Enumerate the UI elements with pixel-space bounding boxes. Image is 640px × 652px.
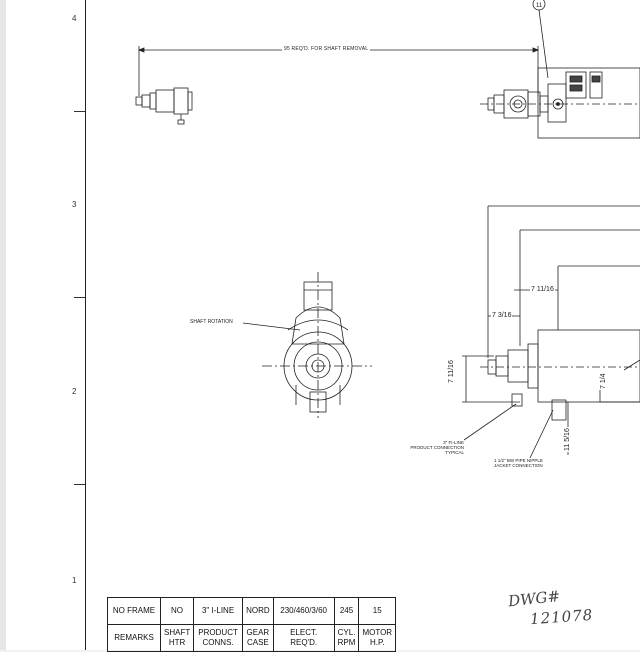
zone-label-2: 2: [72, 387, 77, 396]
zone-tick: [74, 484, 85, 485]
note-line: PRODUCT CONNECTION: [410, 445, 464, 450]
dimension-7-11-16-vertical: 7 11/16: [448, 359, 455, 384]
cell-gear-case-header: GEAR CASE: [242, 624, 274, 652]
zone-tick: [74, 111, 85, 112]
pump-side-view: [480, 329, 640, 455]
scan-gutter: [0, 0, 6, 650]
dimension-label-shaft-removal: 95 REQ'D. FOR SHAFT REMOVAL: [282, 46, 371, 52]
cell-cyl-rpm: 245: [333, 597, 360, 625]
shaft-end-fitting: [135, 46, 193, 125]
side-view-dimensions: [462, 205, 640, 403]
cell-frame: NO FRAME: [107, 597, 161, 625]
title-block-row-headers: REMARKS SHAFT HTR PRODUCT CONNS. GEAR CA…: [107, 624, 397, 652]
zone-label-3: 3: [72, 200, 77, 209]
cell-motor-hp: 15: [358, 597, 397, 625]
dimension-7-3-16: 7 3/16: [491, 312, 513, 319]
balloon-number: 11: [536, 3, 543, 9]
cell-motor-hp-header: MOTOR H.P.: [358, 624, 397, 652]
zone-tick: [74, 297, 85, 298]
zone-label-4: 4: [72, 14, 77, 23]
note-line: 3" FI-LINE: [443, 440, 464, 445]
sheet-border: [85, 0, 86, 650]
cell-shaft-htr: NO: [159, 597, 195, 625]
zone-label-1: 1: [72, 576, 77, 585]
note-line: TYPICAL: [445, 450, 464, 455]
dimension-7-1-4: 7 1/4: [600, 372, 607, 390]
note-product-connection: 3" FI-LINE PRODUCT CONNECTION TYPICAL: [386, 440, 464, 455]
cell-elect: 230/460/3/60: [272, 597, 335, 625]
note-line: 1 1/2" BW PIPE NIPPLE: [494, 458, 543, 463]
cell-elect-header: ELECT. REQ'D.: [272, 624, 335, 652]
motor-body-top: [480, 67, 640, 139]
label-shaft-rotation: SHAFT ROTATION: [190, 319, 233, 325]
cell-gear-case: NORD: [242, 597, 274, 625]
handwritten-dwg-number: 121078: [529, 605, 594, 629]
note-line: JACKET CONNECTION: [494, 463, 543, 468]
end-view-pump: [242, 272, 372, 418]
cell-remarks-header: REMARKS: [107, 624, 161, 652]
handwritten-drawing-number: DWG# 121078: [507, 587, 594, 629]
cell-cyl-rpm-header: CYL. RPM: [333, 624, 360, 652]
dimension-7-11-16: 7 11/16: [530, 286, 555, 293]
note-jacket-connection: 1 1/2" BW PIPE NIPPLE JACKET CONNECTION: [494, 458, 574, 468]
dimension-shaft-removal: [137, 46, 540, 96]
cell-product-conns: 3" I-LINE: [193, 597, 244, 625]
dimension-11-5-16: 11 5/16: [564, 427, 571, 452]
cell-shaft-htr-header: SHAFT HTR: [159, 624, 195, 652]
title-block-row-values: NO FRAME NO 3" I-LINE NORD 230/460/3/60 …: [107, 597, 397, 625]
title-block-table: NO FRAME NO 3" I-LINE NORD 230/460/3/60 …: [107, 597, 397, 652]
cell-product-conns-header: PRODUCT CONNS.: [193, 624, 244, 652]
